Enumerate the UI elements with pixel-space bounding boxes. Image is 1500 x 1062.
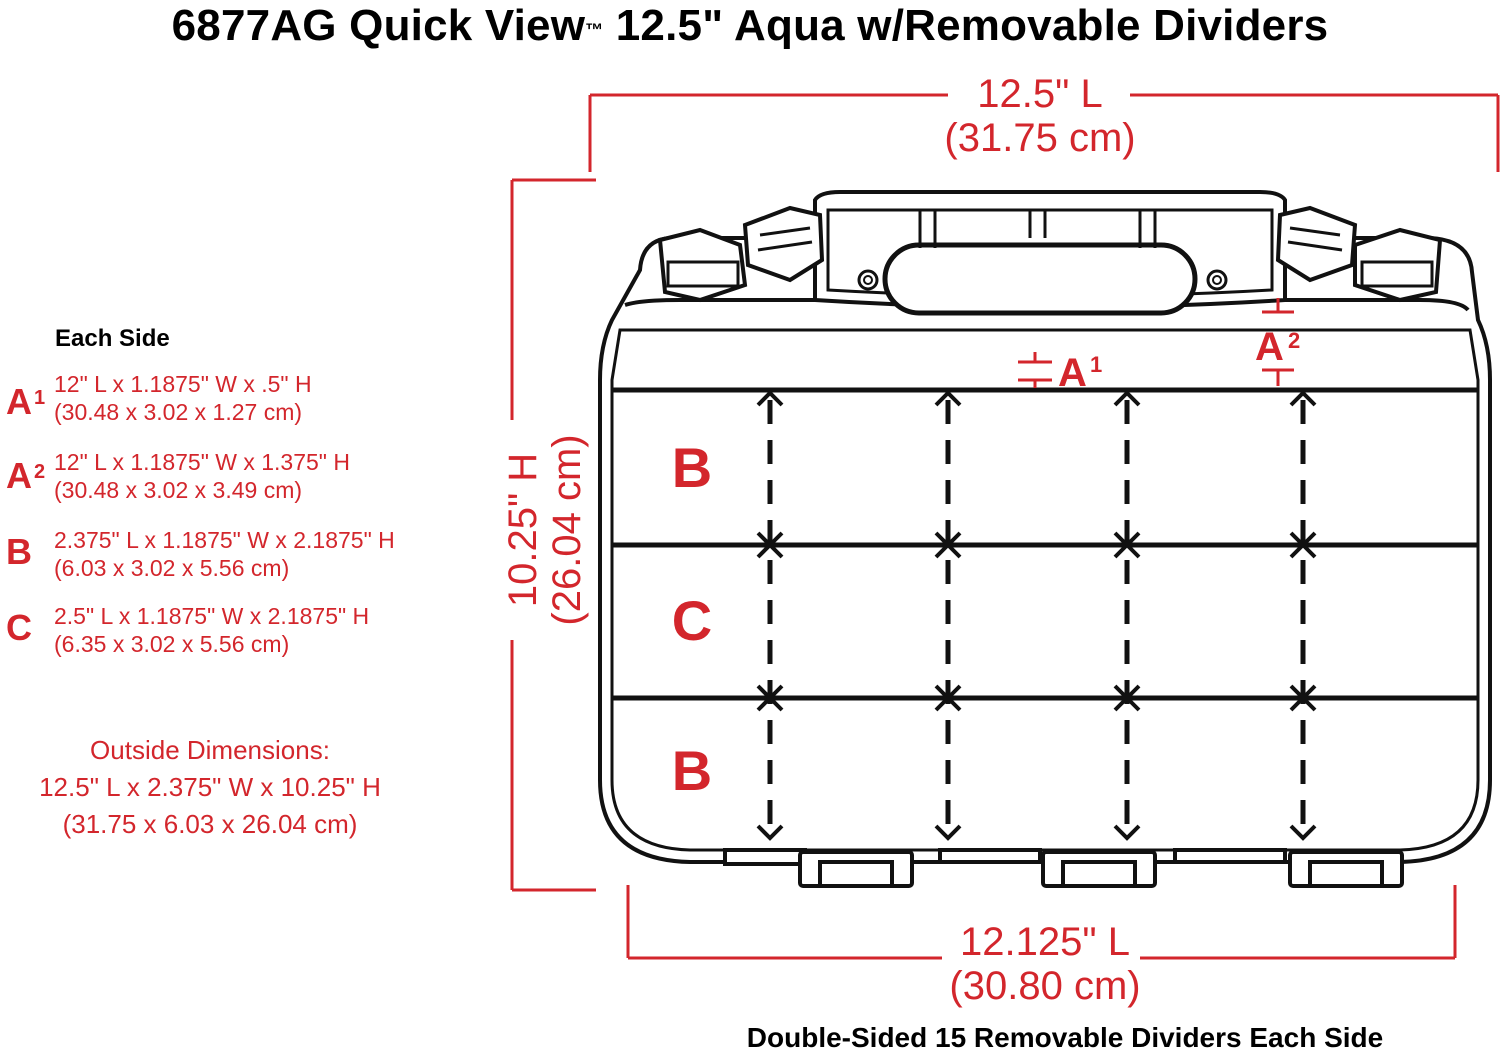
page-title: 6877AG Quick View™ 12.5" Aqua w/Removabl… [0, 0, 1500, 52]
height-label: 10.25" H (26.04 cm) [501, 434, 589, 625]
legend-line-imperial: 12" L x 1.1875" W x 1.375" H [54, 449, 350, 475]
outside-dimensions-imperial: 12.5" L x 2.375" W x 10.25" H [39, 772, 381, 802]
top-length-metric: (31.75 cm) [944, 116, 1136, 160]
a2-label: A [1255, 325, 1284, 369]
legend-key-sup: 2 [34, 461, 46, 483]
legend-key-letter: A [6, 381, 32, 422]
case-feet [723, 848, 1404, 888]
outside-dimensions-heading: Outside Dimensions: [90, 735, 330, 765]
bottom-length-label: 12.125" L (30.80 cm) [900, 920, 1190, 1008]
legend-key-letter: C [6, 607, 32, 648]
height-metric: (26.04 cm) [545, 434, 589, 626]
legend-heading: Each Side [55, 325, 170, 352]
legend-key-sup: 1 [34, 387, 46, 409]
a1-sup: 1 [1090, 352, 1102, 377]
title-rest: 12.5" Aqua w/Removable Dividers [615, 1, 1329, 50]
case-outline [598, 236, 1492, 864]
trademark-symbol: ™ [585, 20, 604, 40]
top-length-imperial: 12.5" L [977, 72, 1103, 116]
legend-key: C [6, 608, 32, 648]
legend-item-b: B 2.375" L x 1.1875" W x 2.1875" H (6.03… [0, 526, 480, 596]
a1-label: A [1058, 351, 1087, 395]
height-dimension-bracket [510, 178, 596, 892]
a2-sup: 2 [1288, 328, 1300, 353]
horizontal-dividers [612, 387, 1478, 701]
vertical-dividers [767, 400, 1306, 835]
right-latch [1275, 205, 1443, 303]
outside-dimensions: Outside Dimensions: 12.5" L x 2.375" W x… [0, 732, 420, 843]
bottom-length-metric: (30.80 cm) [949, 964, 1141, 1008]
divider-markers [756, 390, 1317, 841]
legend-line-imperial: 2.5" L x 1.1875" W x 2.1875" H [54, 603, 370, 629]
footer-caption: Double-Sided 15 Removable Dividers Each … [746, 1022, 1384, 1053]
row-label-b-bottom: B [672, 739, 712, 802]
top-length-label: 12.5" L (31.75 cm) [940, 72, 1140, 160]
row-label-b-top: B [672, 436, 712, 499]
legend-line-metric: (30.48 x 3.02 x 1.27 cm) [54, 399, 303, 425]
legend-key: B [6, 532, 32, 572]
handle [813, 190, 1287, 316]
title-model: 6877AG Quick View [171, 1, 586, 50]
legend-key-letter: A [6, 455, 32, 496]
a2-indicator [1262, 298, 1294, 386]
a1-indicator [1018, 352, 1052, 388]
legend-item-c: C 2.5" L x 1.1875" W x 2.1875" H (6.35 x… [0, 602, 480, 672]
legend-line-metric: (6.35 x 3.02 x 5.56 cm) [54, 631, 290, 657]
legend-line-metric: (6.03 x 3.02 x 5.56 cm) [54, 555, 290, 581]
legend-line-imperial: 2.375" L x 1.1875" W x 2.1875" H [54, 527, 395, 553]
left-latch [657, 205, 825, 303]
row-label-c: C [672, 589, 712, 652]
legend-line-imperial: 12" L x 1.1875" W x .5" H [54, 371, 312, 397]
top-dimension-bracket [588, 93, 1500, 172]
legend-line-metric: (30.48 x 3.02 x 3.49 cm) [54, 477, 303, 503]
outside-dimensions-metric: (31.75 x 6.03 x 26.04 cm) [62, 809, 358, 839]
legend-key-letter: B [6, 531, 32, 572]
bottom-dimension-bracket [626, 885, 1457, 960]
bottom-length-imperial: 12.125" L [960, 920, 1130, 964]
height-imperial: 10.25" H [501, 452, 545, 608]
